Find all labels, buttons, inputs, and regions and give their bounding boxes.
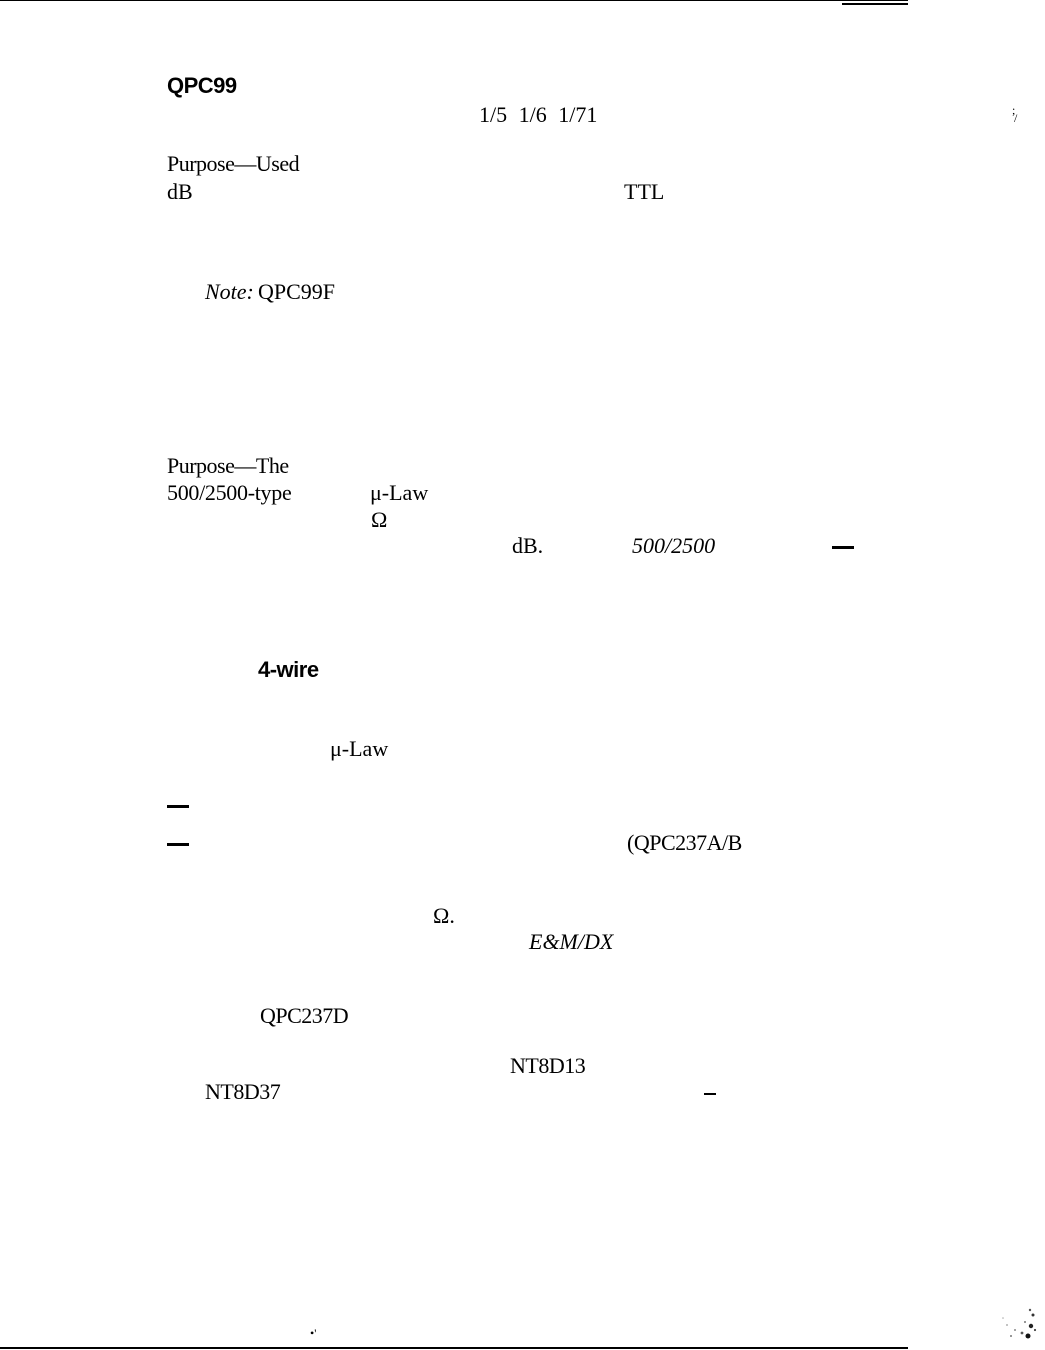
purpose-label-2: Purpose—The xyxy=(167,453,289,478)
section-title: QPC99 xyxy=(167,73,237,98)
db-text-1: dB xyxy=(167,179,193,204)
purpose-label-1: Purpose—Used xyxy=(167,151,300,176)
omega-symbol-1: Ω xyxy=(371,507,388,532)
em-dash-1 xyxy=(832,546,854,549)
small-dash xyxy=(704,1093,716,1095)
wire-heading: 4-wire xyxy=(258,657,319,682)
mu-law-text-1: μ-Law xyxy=(370,480,429,505)
note-text: QPC99F xyxy=(258,279,336,304)
note-label: Note: xyxy=(205,279,254,304)
bullet-dash-2 xyxy=(167,843,189,846)
scan-speckle xyxy=(1002,1308,1037,1339)
margin-mark-top-2: / xyxy=(1014,111,1018,125)
db-text-2: dB. xyxy=(512,533,544,558)
top-rule-tab xyxy=(842,3,908,5)
set-type-text: 500/2500-type xyxy=(167,480,292,505)
em-dx-text: E&M/DX xyxy=(529,929,614,954)
bullet-dash-1 xyxy=(167,805,189,808)
qpc237d-text: QPC237D xyxy=(260,1003,349,1028)
top-rule xyxy=(0,0,908,1)
qpc237ab-ref: (QPC237A/B xyxy=(627,830,742,855)
section-reference: 1/5 1/6 1/71 xyxy=(479,102,598,127)
set-model-italic: 500/2500 xyxy=(632,533,716,558)
bottom-rule xyxy=(0,1347,908,1349)
nt8d13-text: NT8D13 xyxy=(510,1053,586,1078)
mu-law-text-2: μ-Law xyxy=(330,736,389,761)
omega-symbol-2: Ω. xyxy=(433,903,455,928)
margin-mark-top: ; xyxy=(1012,103,1016,117)
ttl-text: TTL xyxy=(624,179,665,204)
nt8d37-text: NT8D37 xyxy=(205,1079,281,1104)
margin-mark-bottom: •' xyxy=(310,1326,317,1340)
